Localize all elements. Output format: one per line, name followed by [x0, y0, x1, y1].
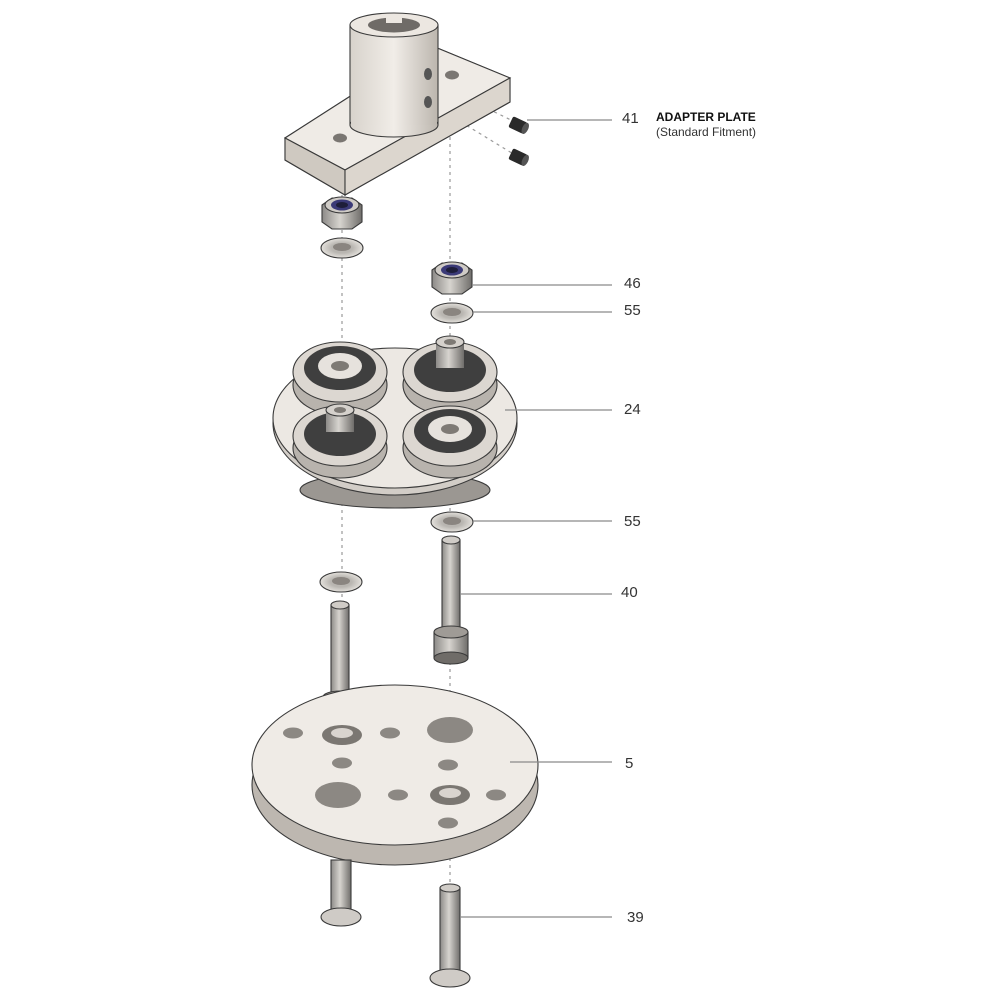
adapter-plate-title: ADAPTER PLATE [656, 110, 756, 124]
wheel-carrier-24 [272, 335, 518, 509]
bolt-40 [433, 535, 469, 665]
bearing-wheel-front-right [402, 405, 498, 479]
set-screw-lower [508, 148, 529, 166]
adapter-plate [283, 12, 512, 196]
pin-left [320, 859, 362, 927]
pin-39 [429, 883, 471, 988]
bearing-wheel-front-left [292, 403, 388, 479]
washer-left-upper [320, 237, 364, 259]
callout-55-lower: 55 [624, 513, 641, 530]
callout-24: 24 [624, 401, 641, 418]
washer-55-lower [430, 511, 474, 533]
bearing-wheel-back-left [292, 341, 388, 416]
callout-39: 39 [627, 909, 644, 926]
callout-40: 40 [621, 584, 638, 601]
callout-5: 5 [625, 755, 633, 772]
leader-lines [460, 119, 612, 918]
adapter-plate-subtitle: (Standard Fitment) [656, 125, 756, 139]
callout-55-upper: 55 [624, 302, 641, 319]
washer-55-upper [430, 302, 474, 324]
callout-46: 46 [624, 275, 641, 292]
bearing-wheel-back-right [402, 335, 498, 416]
base-plate-5 [251, 684, 539, 866]
nut-46 [431, 261, 473, 295]
washer-left-lower [319, 571, 363, 593]
callout-41: 41 [622, 110, 639, 127]
set-screw-upper [508, 116, 529, 134]
nut-left [321, 196, 363, 230]
